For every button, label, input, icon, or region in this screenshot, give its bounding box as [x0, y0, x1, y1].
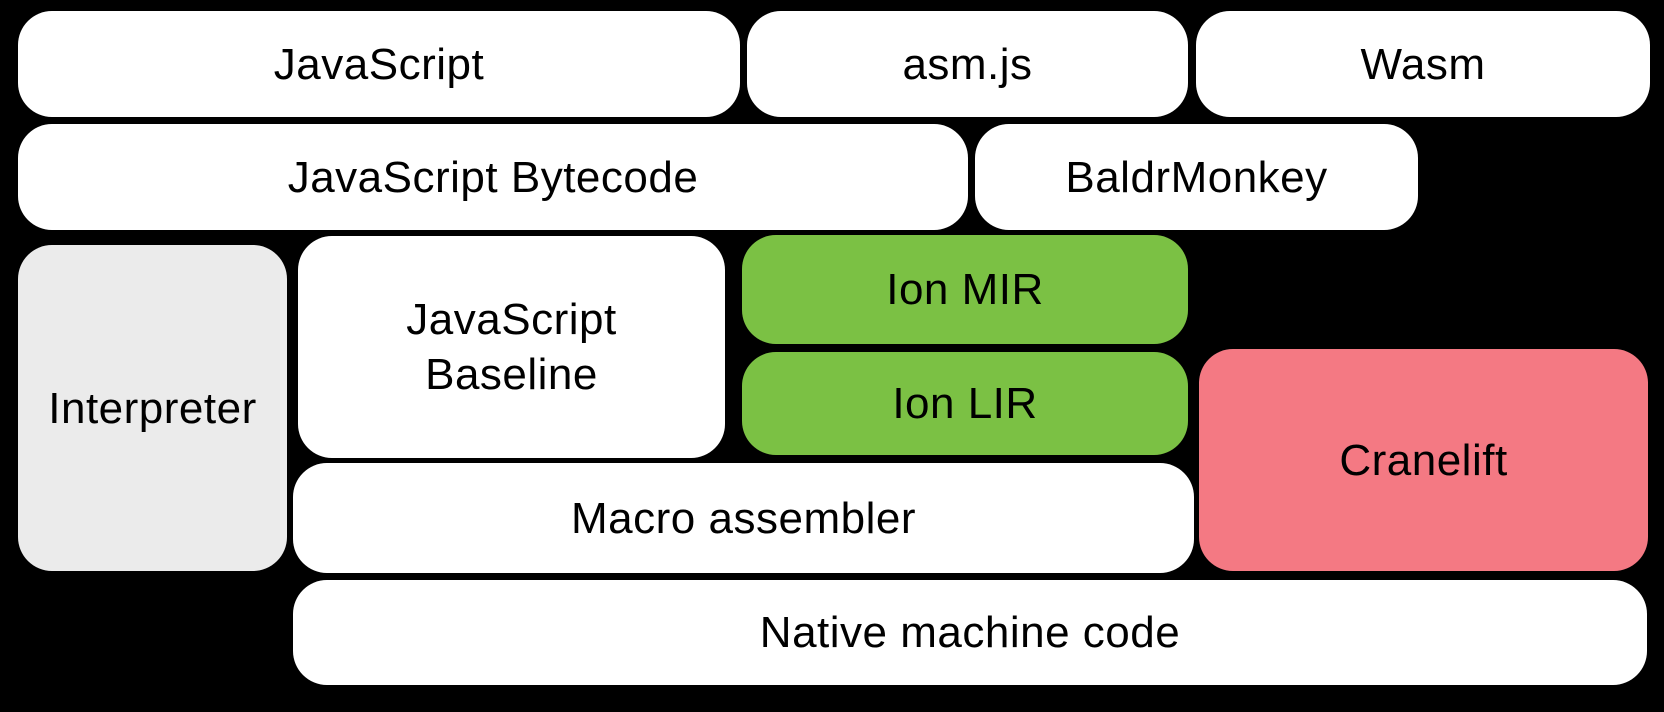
box-ion-lir: Ion LIR [742, 352, 1188, 455]
box-label-baldrmonkey: BaldrMonkey [1065, 152, 1328, 202]
box-wasm: Wasm [1196, 11, 1650, 117]
box-javascript-bytecode: JavaScript Bytecode [18, 124, 968, 230]
box-label-ion-mir: Ion MIR [886, 265, 1044, 314]
box-cranelift: Cranelift [1199, 349, 1648, 571]
box-label-interpreter: Interpreter [48, 383, 257, 433]
box-label-macro-assembler: Macro assembler [571, 493, 916, 543]
box-macro-assembler: Macro assembler [293, 463, 1194, 573]
box-interpreter: Interpreter [18, 245, 287, 571]
box-ion-mir: Ion MIR [742, 235, 1188, 344]
box-label-javascript-baseline: JavaScript Baseline [406, 295, 617, 399]
box-label-javascript-bytecode: JavaScript Bytecode [287, 152, 699, 202]
box-native-machine-code: Native machine code [293, 580, 1647, 685]
box-javascript-baseline: JavaScript Baseline [298, 236, 725, 458]
box-label-native-machine-code: Native machine code [759, 608, 1181, 657]
box-label-javascript: JavaScript [273, 39, 485, 89]
box-label-asmjs: asm.js [902, 39, 1033, 89]
box-label-wasm: Wasm [1360, 39, 1486, 89]
box-baldrmonkey: BaldrMonkey [975, 124, 1418, 230]
box-javascript: JavaScript [18, 11, 740, 117]
box-label-ion-lir: Ion LIR [892, 379, 1038, 428]
box-asmjs: asm.js [747, 11, 1188, 117]
box-label-cranelift: Cranelift [1339, 435, 1508, 485]
